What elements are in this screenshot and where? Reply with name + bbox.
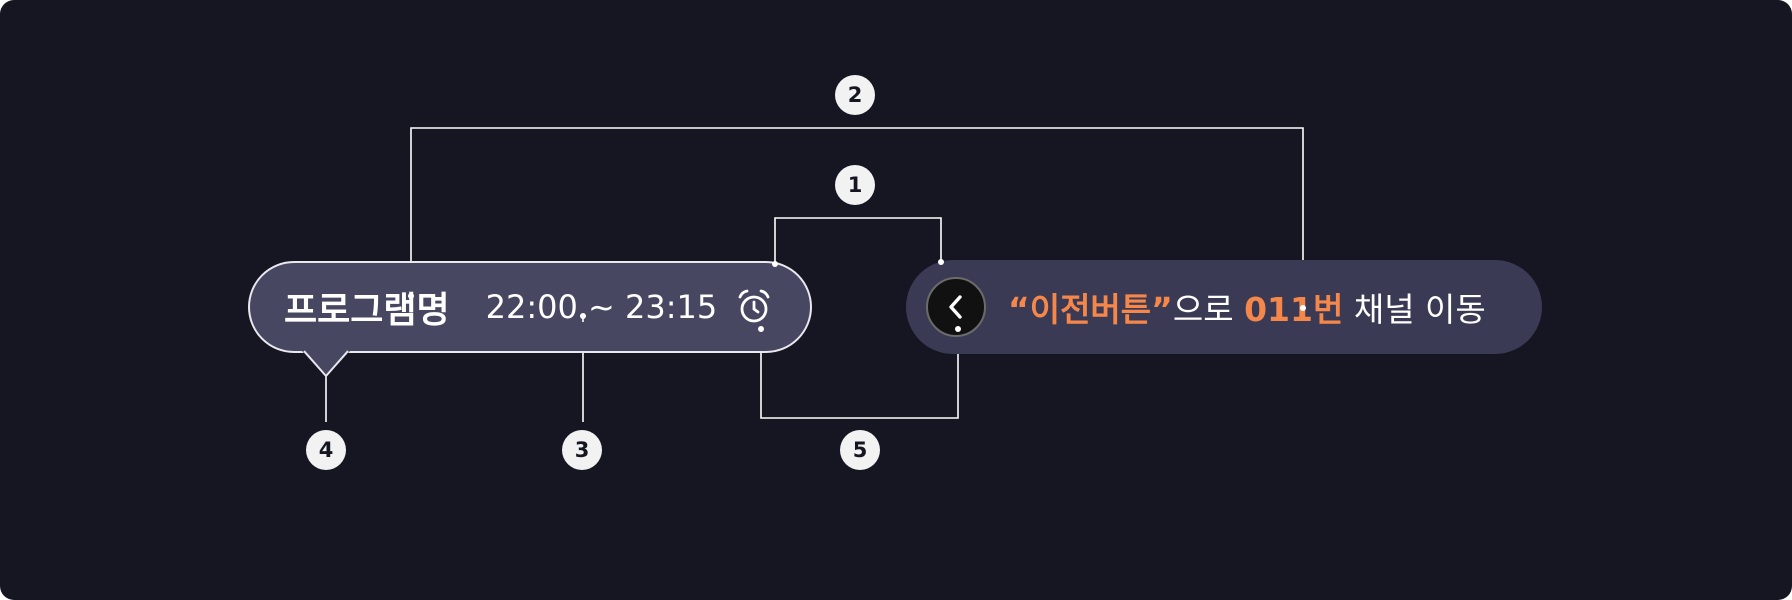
callout-2-dot-right bbox=[1300, 305, 1306, 311]
callout-1-dot-right bbox=[938, 259, 944, 265]
channel-number: 011번 bbox=[1244, 290, 1344, 329]
callout-badge-1: 1 bbox=[835, 165, 875, 205]
program-tooltip: 프로그램명 22:00 ~ 23:15 bbox=[248, 261, 812, 353]
quote-close: ” bbox=[1151, 290, 1173, 329]
callout-badge-2: 2 bbox=[835, 75, 875, 115]
chevron-left-icon bbox=[949, 295, 962, 319]
callout-5-dot-right bbox=[955, 326, 961, 332]
tooltip-tail bbox=[302, 350, 350, 378]
notice-action: 채널 이동 bbox=[1353, 290, 1486, 329]
program-time: 22:00 ~ 23:15 bbox=[485, 288, 718, 326]
callout-badge-3: 3 bbox=[562, 430, 602, 470]
callout-2-line bbox=[410, 127, 1304, 308]
quote-open: “ bbox=[1008, 290, 1030, 329]
callout-1-line bbox=[774, 217, 942, 264]
notice-particle: 으로 bbox=[1172, 290, 1234, 329]
callout-5-dot-left bbox=[758, 326, 764, 332]
callout-badge-5: 5 bbox=[840, 430, 880, 470]
alarm-clock-icon bbox=[738, 289, 770, 323]
callout-5-line bbox=[760, 329, 959, 419]
notice-message: “이전버튼”으로 011번 채널 이동 bbox=[1008, 283, 1486, 331]
callout-badge-4: 4 bbox=[306, 430, 346, 470]
callout-1-dot-left bbox=[772, 261, 778, 267]
button-name: 이전버튼 bbox=[1029, 290, 1152, 329]
program-title: 프로그램명 bbox=[284, 290, 450, 331]
channel-notice: “이전버튼”으로 011번 채널 이동 bbox=[906, 260, 1542, 354]
